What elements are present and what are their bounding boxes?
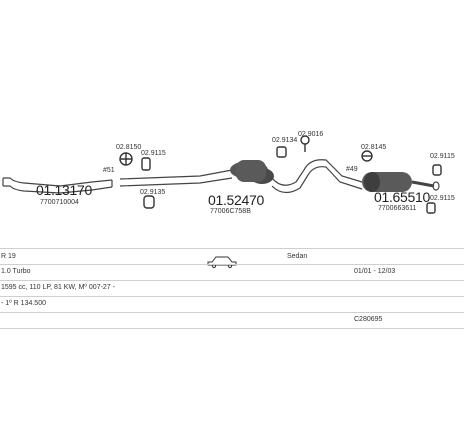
info-row-divider	[0, 248, 464, 249]
middle-silencer	[230, 160, 274, 184]
callout-h: #49	[346, 166, 358, 173]
clamp-e	[276, 146, 287, 158]
callout-j[interactable]: 02.9115	[430, 195, 455, 202]
info-row-divider	[0, 280, 464, 281]
callout-g[interactable]: 02.8145	[361, 144, 387, 151]
engine-spec: 1595 cc, 110 LP, 81 KW, Mº 007-27 -	[1, 284, 115, 291]
oem-number-front: 7700710004	[40, 199, 79, 206]
part-number-rear[interactable]: 01.65510	[374, 189, 430, 205]
callout-a[interactable]: 02.8150	[116, 144, 142, 151]
hanger-f	[300, 135, 310, 152]
front-pipe	[2, 177, 113, 194]
part-number-middle[interactable]: 01.52470	[208, 192, 264, 208]
sedan-icon	[207, 256, 237, 269]
callout-e[interactable]: 02.9134	[272, 137, 298, 144]
chassis: - 1º R 134.500	[1, 300, 46, 307]
hanger-i	[432, 164, 442, 176]
rear-pipe	[271, 159, 363, 194]
catalog-code: C280695	[354, 316, 383, 323]
info-row-divider	[0, 312, 464, 313]
hanger-j	[426, 202, 436, 214]
clamp-g	[361, 150, 373, 162]
rear-silencer	[362, 172, 440, 192]
callout-f[interactable]: 02.9016	[298, 131, 324, 138]
part-number-front[interactable]: 01.13170	[36, 182, 92, 198]
middle-pipe	[119, 169, 233, 187]
callout-c: #51	[103, 167, 115, 174]
callout-b[interactable]: 02.9115	[141, 150, 166, 157]
oem-number-rear: 7700663611	[378, 205, 417, 212]
model-name: R 19	[1, 253, 16, 260]
callout-i[interactable]: 02.9115	[430, 153, 455, 160]
engine: 1.0 Turbo	[1, 268, 31, 275]
years: 01/01 - 12/03	[354, 268, 396, 275]
oem-number-middle: 77006C758B	[210, 208, 251, 215]
clamp-d	[143, 195, 155, 209]
clamp-a	[119, 152, 133, 166]
info-row-divider	[0, 328, 464, 329]
hanger-b	[141, 157, 151, 171]
info-row-divider	[0, 264, 464, 265]
info-row-divider	[0, 296, 464, 297]
callout-d[interactable]: 02.9135	[140, 189, 166, 196]
body-type: Sedan	[287, 253, 308, 260]
